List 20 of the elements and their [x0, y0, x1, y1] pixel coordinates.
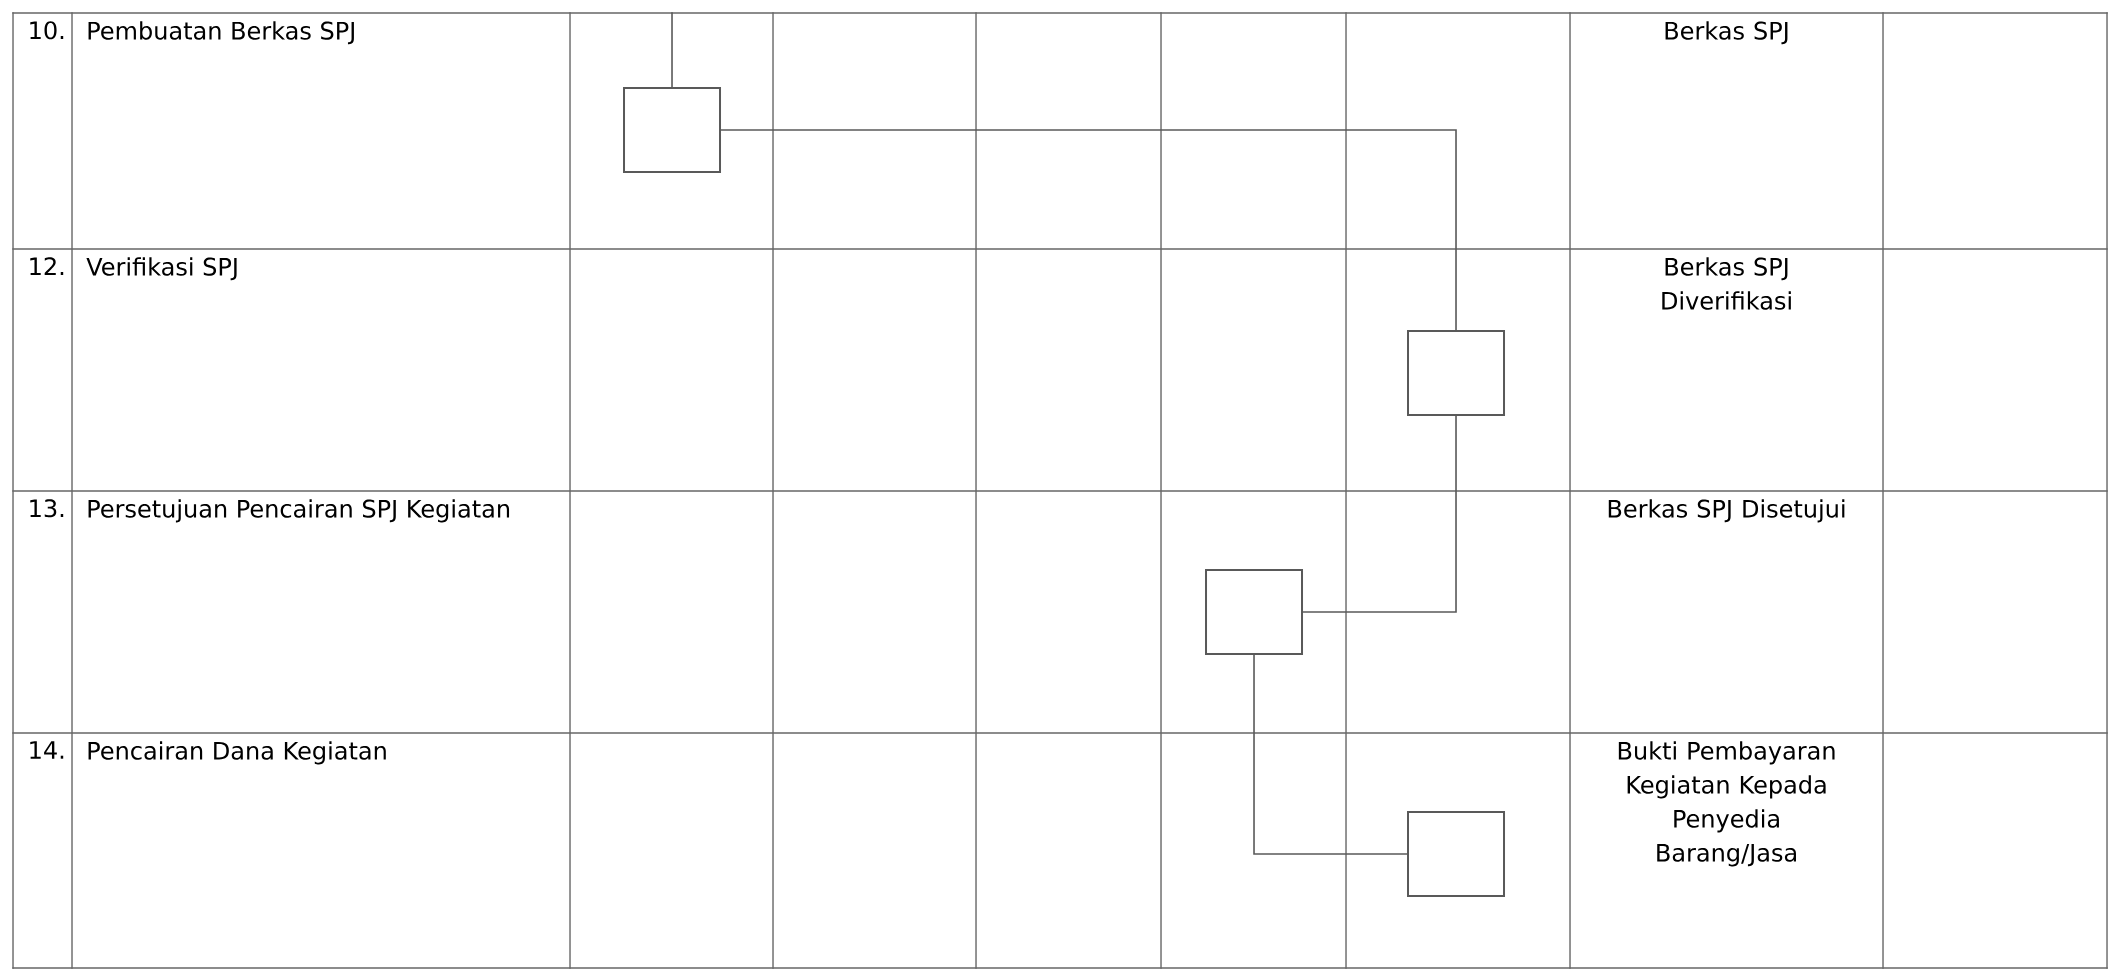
output-text: Berkas SPJ: [1665, 21, 1788, 45]
process-box: [1407, 811, 1505, 897]
process-box: [623, 87, 721, 173]
activity-text: Verifikasi SPJ: [86, 257, 237, 281]
activity-text: Persetujuan Pencairan SPJ Kegiatan: [88, 499, 510, 523]
process-box: [1205, 569, 1303, 655]
output-text: Bukti Pembayaran Kegiatan Kepada Penyedia Barang/Jasa: [1618, 741, 1835, 867]
output-text: Berkas SPJ Diverifikasi: [1662, 257, 1791, 310]
activity-text: Pencairan Dana Kegiatan: [88, 741, 386, 765]
connector-line: [1302, 415, 1457, 613]
connector-line: [671, 12, 673, 88]
output-text: Berkas SPJ Disetujui: [1608, 499, 1845, 523]
step-number: 13.: [30, 499, 64, 518]
step-number: 10.: [30, 21, 64, 40]
step-number: 14.: [30, 741, 64, 759]
connector-line: [1253, 654, 1408, 855]
activity-text: Pembuatan Berkas SPJ: [88, 21, 354, 45]
process-box: [1407, 330, 1505, 416]
step-number: 12.: [30, 257, 64, 275]
connector-line: [720, 129, 1457, 331]
